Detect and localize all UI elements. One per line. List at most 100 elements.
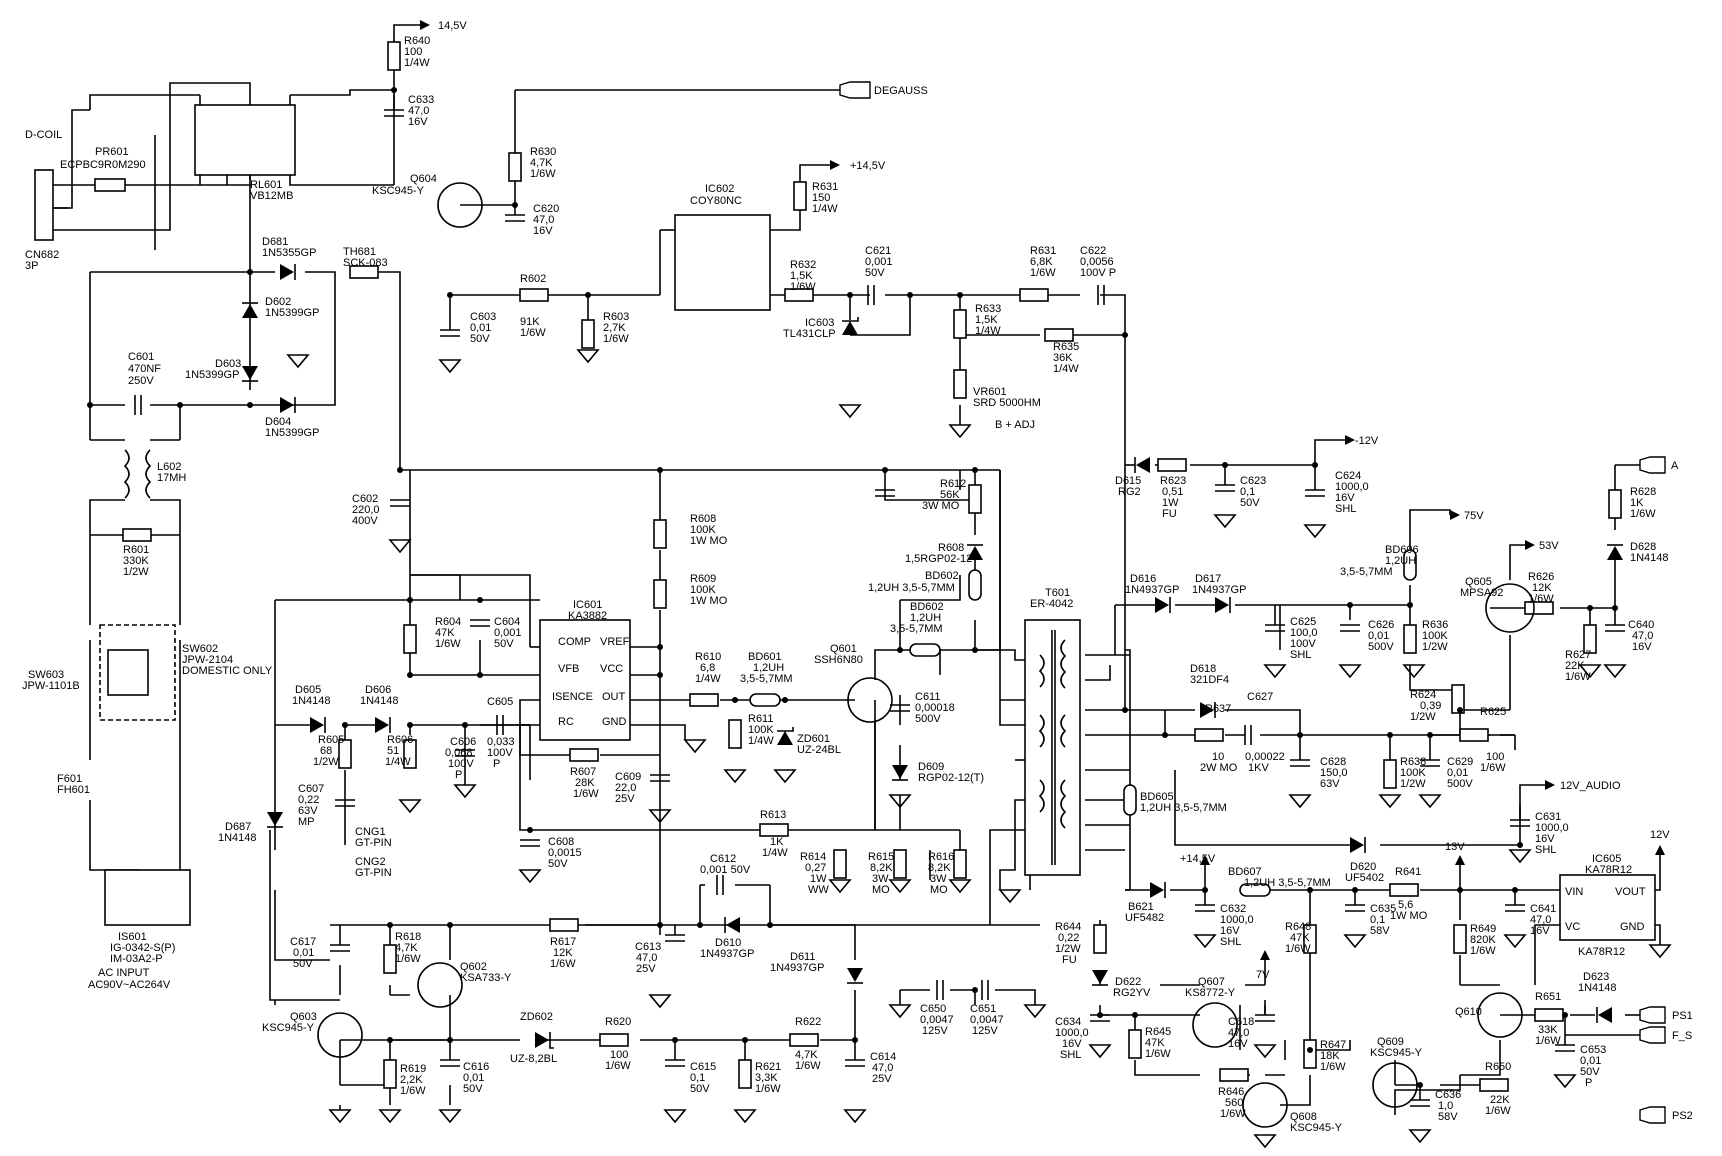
- label-r649w: 1/6W: [1470, 945, 1496, 957]
- label-r611w: 1/4W: [748, 735, 774, 747]
- resistor-r611: [728, 719, 742, 749]
- label-c603w: 50V: [470, 333, 490, 345]
- label-c631w: 16V: [1535, 833, 1555, 845]
- label-ic602: IC602: [705, 183, 734, 195]
- capacitor-c604: [470, 619, 490, 627]
- diode-d622: [1092, 970, 1108, 986]
- label-rl601: RL601: [250, 179, 282, 191]
- resistor-r608a: [653, 519, 667, 549]
- label-q605p: MPSA92: [1460, 587, 1503, 599]
- label-r608aw: 1W MO: [690, 535, 728, 547]
- capacitor-c620: [505, 214, 525, 222]
- label-d602: D602: [265, 296, 291, 308]
- label-r628v: 1K: [1630, 497, 1644, 509]
- label-r626: R626: [1528, 571, 1554, 583]
- label-q607: Q607: [1198, 976, 1225, 988]
- label-cng2: CNG2: [355, 856, 386, 868]
- label-v7: 7V: [1256, 969, 1270, 981]
- label-c601w: 250V: [128, 375, 154, 387]
- label-c601: C601: [128, 351, 154, 363]
- label-c641w: 16V: [1530, 925, 1550, 937]
- label-v53: 53V: [1539, 540, 1559, 552]
- label-c606s: P: [455, 769, 462, 781]
- label-d602p: 1N5399GP: [265, 307, 319, 319]
- label-r630v: 4,7K: [530, 157, 553, 169]
- label-r631b: R631: [1030, 245, 1056, 257]
- label-c650v: 0,0047: [920, 1014, 954, 1026]
- label-d617p: 1N4937GP: [1192, 584, 1246, 596]
- label-r612v: 56K: [940, 489, 960, 501]
- transistor-q603: [317, 1012, 363, 1058]
- capacitor-c629: [1420, 759, 1440, 767]
- grounds: [286, 349, 1672, 1149]
- label-pin_out: OUT: [602, 691, 626, 703]
- label-r616w: 3W: [930, 873, 947, 885]
- component-labels: 14,5VR6401001/4WC63347,016VD-COILPR601EC…: [22, 20, 1693, 1134]
- resistor-r605: [338, 739, 352, 769]
- label-c634v: 1000,0: [1055, 1027, 1089, 1039]
- label-r614v: 0,27: [805, 862, 826, 874]
- diode-d605: [310, 717, 326, 733]
- label-r615v: 8,2K: [870, 862, 893, 874]
- diode-d615: [1134, 457, 1150, 473]
- label-r648: R648: [1285, 921, 1311, 933]
- relay-rl601: [194, 104, 296, 176]
- label-c653s: P: [1585, 1077, 1592, 1089]
- label-r613w: 1/4W: [762, 847, 788, 859]
- resistor-r615: [893, 849, 907, 879]
- label-r612: R612: [940, 478, 966, 490]
- diode-d681: [280, 264, 296, 280]
- label-bd602bv: 1,2UH: [910, 612, 941, 624]
- resistor-r645: [1128, 1029, 1142, 1059]
- transistor-q607: [1192, 1002, 1238, 1048]
- resistor-r614: [833, 849, 847, 879]
- label-c636: C636: [1435, 1089, 1461, 1101]
- diode-d617: [1215, 597, 1231, 613]
- label-r611: R611: [748, 713, 773, 725]
- diode-d604: [280, 397, 296, 413]
- label-c611v: 0,00018: [915, 702, 955, 714]
- label-v13: 13V: [1445, 841, 1465, 853]
- label-r631bv: 6,8K: [1030, 256, 1053, 268]
- resistor-vr601: [953, 369, 967, 399]
- label-c651: C651: [970, 1003, 996, 1015]
- label-r645v: 47K: [1145, 1037, 1165, 1049]
- capacitor-c640: [1605, 624, 1625, 632]
- capacitor-c653: [1555, 1044, 1575, 1052]
- label-r633v: 1,5K: [975, 314, 998, 326]
- capacitor-c621: [867, 285, 875, 305]
- label-c632: C632: [1220, 903, 1246, 915]
- label-c626v: 0,01: [1368, 630, 1389, 642]
- label-r620w: 1/6W: [605, 1060, 631, 1072]
- label-r637w: 2W MO: [1200, 762, 1238, 774]
- label-c609v: 22,0: [615, 782, 636, 794]
- label-f601p: FH601: [57, 784, 90, 796]
- capacitor-c641: [1505, 904, 1525, 912]
- resistor-r617: [549, 918, 579, 932]
- ac-inlet-is601: [104, 869, 191, 926]
- label-c616v: 0,01: [463, 1072, 484, 1084]
- label-r621w: 1/6W: [755, 1083, 781, 1095]
- label-sw602p: JPW-2104: [182, 654, 233, 666]
- label-c624: C624: [1335, 470, 1361, 482]
- label-r624w: 1/2W: [1410, 711, 1436, 723]
- label-c614w: 25V: [872, 1073, 892, 1085]
- label-r604v: 47K: [435, 627, 455, 639]
- label-r609v: 100K: [690, 584, 716, 596]
- label-bd605v: 1,2UH 3,5-5,7MM: [1140, 802, 1227, 814]
- label-sw603: SW603: [28, 669, 64, 681]
- label-r623v: 0,51: [1162, 486, 1183, 498]
- label-c608w: 50V: [548, 858, 568, 870]
- label-dcoil: D-COIL: [25, 129, 62, 141]
- resistor-r621: [738, 1059, 752, 1089]
- label-c609: C609: [615, 771, 641, 783]
- label-c604w: 50V: [494, 638, 514, 650]
- resistor-r635: [1044, 328, 1074, 342]
- resistor-r609: [653, 579, 667, 609]
- label-c606w: 100V: [448, 758, 474, 770]
- label-pin_gnd: GND: [602, 716, 627, 728]
- label-r607w: 1/6W: [573, 788, 599, 800]
- label-r648v: 47K: [1290, 932, 1310, 944]
- label-c624w: 16V: [1335, 492, 1355, 504]
- capacitor-c616: [440, 1059, 460, 1067]
